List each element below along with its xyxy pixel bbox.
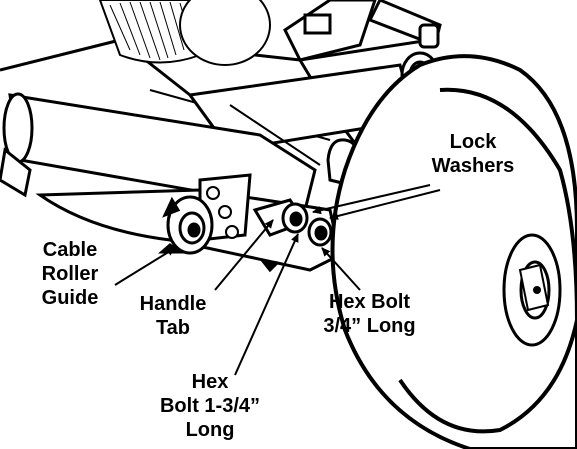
label-cable-roller-guide: Cable Roller Guide bbox=[41, 239, 99, 309]
short-hex-bolt bbox=[307, 217, 333, 247]
cable-roller bbox=[158, 195, 214, 255]
label-handle-tab: Handle Tab bbox=[139, 293, 207, 339]
wheel bbox=[330, 54, 577, 449]
bracket-bolts bbox=[206, 186, 239, 239]
leader-lock-washer-1 bbox=[312, 184, 431, 215]
label-hex-bolt-long: Hex Bolt 1-3/4” Long bbox=[159, 371, 261, 441]
leader-lock-washer-2 bbox=[329, 189, 441, 220]
leader-hex-bolt-long bbox=[234, 233, 299, 376]
leader-cable-roller-guide bbox=[114, 247, 176, 286]
brush bbox=[98, 0, 271, 66]
label-hex-bolt-short: Hex Bolt 3/4” Long bbox=[323, 291, 416, 337]
leader-handle-tab bbox=[214, 219, 274, 291]
leader-hex-bolt-short bbox=[321, 247, 361, 291]
upper-bracket bbox=[283, 0, 442, 62]
leader-lines bbox=[114, 184, 441, 376]
label-lock-washers: Lock Washers bbox=[431, 131, 515, 177]
